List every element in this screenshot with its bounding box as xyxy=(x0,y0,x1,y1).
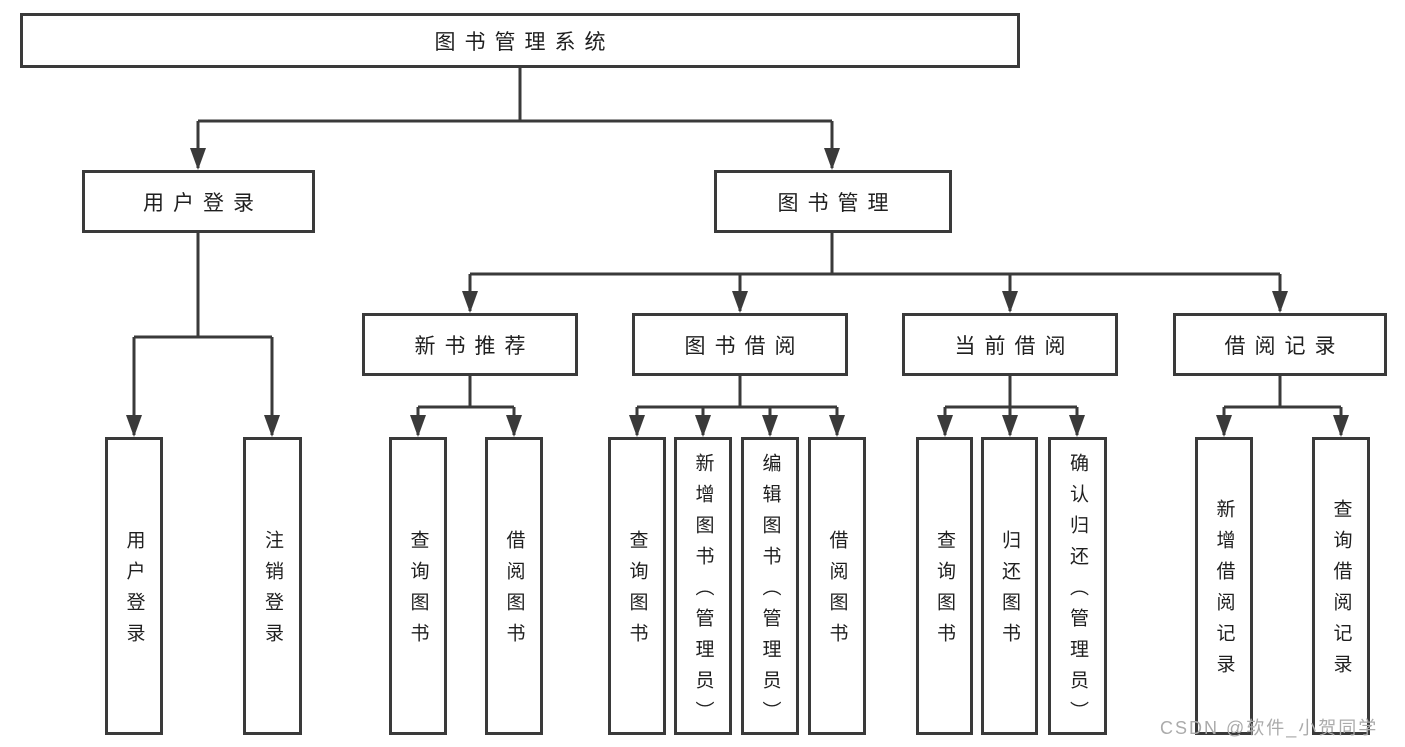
leaf-confirm-return-admin: 确认归还（管理员） xyxy=(1048,437,1107,735)
leaf-add-book-admin: 新增图书（管理员） xyxy=(674,437,732,735)
leaf-edit-book-admin: 编辑图书（管理员） xyxy=(741,437,799,735)
leaf-label: 查询图书 xyxy=(934,530,955,654)
leaf-label: 用户登录 xyxy=(123,530,145,654)
leaf-label: 确认归还（管理员） xyxy=(1067,452,1088,732)
node-label: 图书管理 xyxy=(777,191,898,215)
node-current-borrowing: 当前借阅 xyxy=(902,313,1118,376)
node-book-management: 图书管理 xyxy=(714,170,952,233)
leaf-add-borrow-record: 新增借阅记录 xyxy=(1195,437,1253,735)
leaf-query-books-recommend: 查询图书 xyxy=(389,437,447,735)
leaf-return-books: 归还图书 xyxy=(981,437,1038,735)
leaf-label: 借阅图书 xyxy=(826,530,848,654)
leaf-label: 新增图书（管理员） xyxy=(692,452,714,732)
leaf-label: 查询图书 xyxy=(626,530,648,654)
csdn-watermark: CSDN @软件_小贺同学 xyxy=(1160,718,1379,738)
leaf-label: 查询借阅记录 xyxy=(1330,499,1352,685)
node-library-system: 图书管理系统 xyxy=(20,13,1020,68)
node-label: 新书推荐 xyxy=(414,334,535,358)
leaf-query-borrow-record: 查询借阅记录 xyxy=(1312,437,1370,735)
node-user-login: 用户登录 xyxy=(82,170,315,233)
leaf-label: 新增借阅记录 xyxy=(1213,499,1235,685)
leaf-borrow-books-recommend: 借阅图书 xyxy=(485,437,543,735)
leaf-borrow-books: 借阅图书 xyxy=(808,437,866,735)
leaf-label: 注销登录 xyxy=(262,530,283,654)
arrowhead-icons xyxy=(126,148,1349,437)
leaf-user-login: 用户登录 xyxy=(105,437,163,735)
leaf-label: 编辑图书（管理员） xyxy=(759,452,781,732)
node-label: 图书借阅 xyxy=(684,334,805,358)
node-label: 借阅记录 xyxy=(1224,334,1345,358)
leaf-label: 查询图书 xyxy=(407,530,429,654)
leaf-query-books-borrow: 查询图书 xyxy=(608,437,666,735)
node-label: 用户登录 xyxy=(143,191,263,215)
node-new-book-recommend: 新书推荐 xyxy=(362,313,578,376)
leaf-label: 借阅图书 xyxy=(503,530,525,654)
node-label: 当前借阅 xyxy=(954,334,1075,358)
node-borrowing-records: 借阅记录 xyxy=(1173,313,1387,376)
leaf-logout: 注销登录 xyxy=(243,437,302,735)
node-book-borrowing: 图书借阅 xyxy=(632,313,848,376)
node-label: 图书管理系统 xyxy=(434,30,615,54)
leaf-query-books-current: 查询图书 xyxy=(916,437,973,735)
leaf-label: 归还图书 xyxy=(999,530,1020,654)
